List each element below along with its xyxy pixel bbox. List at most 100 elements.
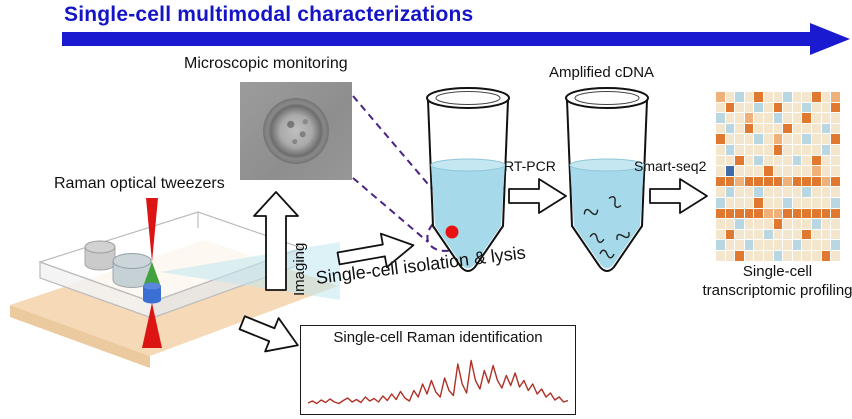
heatmap-cell bbox=[792, 113, 802, 123]
heatmap-cell bbox=[754, 229, 763, 240]
dna-strands-icon bbox=[583, 196, 630, 259]
heatmap-cell bbox=[754, 92, 763, 102]
heatmap-cell bbox=[802, 102, 811, 113]
heatmap-cell bbox=[754, 113, 763, 123]
heatmap-cell bbox=[811, 166, 821, 176]
heatmap-cell bbox=[792, 250, 802, 261]
heatmap-cell bbox=[831, 250, 840, 261]
raman-spectrum-line bbox=[308, 359, 568, 405]
heatmap-cell bbox=[716, 219, 725, 229]
heatmap-cell bbox=[831, 187, 840, 197]
heatmap-cell bbox=[792, 123, 802, 134]
heatmap-cell bbox=[763, 219, 773, 229]
heatmap-cell bbox=[735, 197, 744, 208]
heatmap-cell bbox=[783, 102, 792, 113]
tube-isolation bbox=[426, 87, 510, 272]
heatmap-cell bbox=[831, 123, 840, 134]
heatmap-cell bbox=[754, 176, 763, 187]
heatmap-cell bbox=[783, 176, 792, 187]
heatmap-cell bbox=[725, 176, 735, 187]
sample-well bbox=[84, 240, 116, 271]
raman-spectrum-chart bbox=[308, 359, 568, 405]
heatmap-cell bbox=[792, 197, 802, 208]
heatmap-cell bbox=[763, 208, 773, 219]
heatmap-cell bbox=[821, 155, 831, 166]
heatmap-cell bbox=[821, 92, 831, 102]
heatmap-cell bbox=[773, 176, 783, 187]
heatmap-cell bbox=[783, 250, 792, 261]
heatmap-cell bbox=[716, 229, 725, 240]
isolation-arrow-icon bbox=[336, 232, 415, 269]
heatmap-cell bbox=[802, 208, 811, 219]
heatmap-cell bbox=[821, 219, 831, 229]
excitation-beam bbox=[160, 242, 340, 300]
heatmap-cell bbox=[802, 92, 811, 102]
heatmap-cell bbox=[783, 123, 792, 134]
heatmap-cell bbox=[763, 102, 773, 113]
heatmap-cell bbox=[735, 92, 744, 102]
heatmap-cell bbox=[821, 229, 831, 240]
heatmap-cell bbox=[831, 197, 840, 208]
heatmap-cell bbox=[754, 155, 763, 166]
heatmap-cell bbox=[744, 240, 754, 250]
smart-seq2-arrow-icon bbox=[649, 178, 708, 214]
label-smart-seq2: Smart-seq2 bbox=[634, 158, 707, 174]
heatmap-cell bbox=[831, 144, 840, 155]
heatmap-cell bbox=[744, 176, 754, 187]
label-amplified-cdna: Amplified cDNA bbox=[549, 64, 655, 81]
heatmap-cell bbox=[792, 102, 802, 113]
heatmap-cell bbox=[716, 102, 725, 113]
heatmap-cell bbox=[773, 208, 783, 219]
heatmap-cell bbox=[754, 144, 763, 155]
heatmap-cell bbox=[716, 176, 725, 187]
heatmap-cell bbox=[802, 155, 811, 166]
heatmap-cell bbox=[763, 123, 773, 134]
heatmap-cell bbox=[831, 208, 840, 219]
heatmap-cell bbox=[744, 187, 754, 197]
heatmap-cell bbox=[763, 166, 773, 176]
heatmap-cell bbox=[773, 134, 783, 144]
heatmap-cell bbox=[831, 229, 840, 240]
heatmap-cell bbox=[831, 92, 840, 102]
heatmap-cell bbox=[716, 144, 725, 155]
raman-tweezers-device bbox=[10, 198, 340, 368]
heatmap-cell bbox=[725, 144, 735, 155]
captured-cell-dot bbox=[445, 225, 459, 239]
heatmap-cell bbox=[735, 134, 744, 144]
heatmap-cell bbox=[783, 92, 792, 102]
heatmap-cell bbox=[831, 113, 840, 123]
imaging-arrow-icon bbox=[253, 191, 299, 291]
heatmap-cell bbox=[811, 219, 821, 229]
tube-cdna bbox=[565, 87, 649, 272]
label-imaging: Imaging bbox=[291, 242, 308, 296]
heatmap-cell bbox=[754, 197, 763, 208]
heatmap-cell bbox=[802, 197, 811, 208]
heatmap-cell bbox=[821, 144, 831, 155]
heatmap-cell bbox=[773, 197, 783, 208]
label-transcriptomic-profiling: Single-cell transcriptomic profiling bbox=[695, 263, 852, 301]
heatmap-cell bbox=[821, 166, 831, 176]
heatmap-cell bbox=[744, 166, 754, 176]
heatmap-cell bbox=[802, 113, 811, 123]
focus-cone-icon bbox=[144, 262, 160, 284]
chip-platform-edge bbox=[10, 305, 150, 368]
heatmap-cell bbox=[725, 123, 735, 134]
heatmap-cell bbox=[754, 102, 763, 113]
heatmap-cell bbox=[763, 134, 773, 144]
heatmap-cell bbox=[831, 176, 840, 187]
heatmap-cell bbox=[716, 113, 725, 123]
heatmap-cell bbox=[792, 176, 802, 187]
heatmap-cell bbox=[783, 134, 792, 144]
heatmap-cell bbox=[725, 187, 735, 197]
heatmap-cell bbox=[744, 208, 754, 219]
label-microscopic-monitoring: Microscopic monitoring bbox=[184, 55, 348, 72]
heatmap-cell bbox=[783, 240, 792, 250]
heatmap-cell bbox=[792, 166, 802, 176]
heatmap-cell bbox=[735, 176, 744, 187]
heatmap-cell bbox=[811, 197, 821, 208]
tube-liquid bbox=[431, 165, 505, 269]
heatmap-cell bbox=[716, 166, 725, 176]
heatmap-cell bbox=[821, 123, 831, 134]
heatmap-cell bbox=[821, 102, 831, 113]
heatmap-cell bbox=[783, 155, 792, 166]
